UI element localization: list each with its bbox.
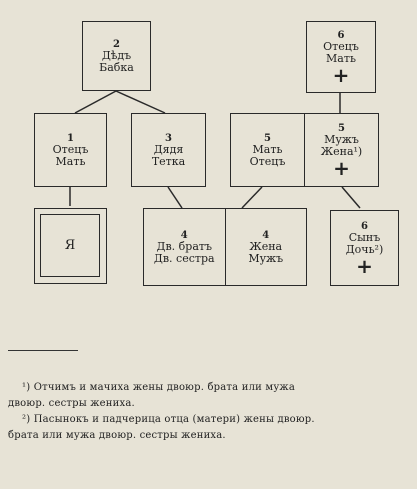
footnote-rule [8,350,78,351]
grandparents-number: 2 [113,38,120,50]
uncle-aunt-number: 3 [165,132,172,144]
footnote-2-line-1: ²) Пасынокъ и падчерица отца (матери) же… [22,414,315,425]
cousins-spouse-box: 4 Дв. братъ Дв. сестра 4 Жена Мужъ [143,208,307,286]
cousins-line1: Дв. братъ [156,239,212,253]
husband-wife-cell: 5 Мужъ Жена¹) + [304,114,378,186]
footnote-1-line-2: двоюр. сестры жениха. [8,398,135,409]
mother-father-line2: Отецъ [249,154,286,168]
uncle-aunt-line1: Дядя [153,142,184,156]
husband-wife-line1: Мужъ [324,132,359,146]
child-line1: Сынъ [348,230,381,244]
grandparents-box: 2 Дѣдъ Бабка [82,21,151,91]
spouse-number: 4 [262,229,270,241]
cousins-line2: Дв. сестра [153,251,215,265]
uncle-aunt-box: 3 Дядя Тетка [131,113,206,187]
parents-box: 1 Отецъ Мать [34,113,107,187]
self-outer-box: Я [34,208,107,284]
mother-father-line1: Мать [252,142,283,156]
self-label: Я [64,238,76,253]
self-inner-box: Я [40,214,100,277]
deceased-mark: + [356,253,373,278]
wife-parents-box: 6 Отецъ Мать + [306,21,376,93]
deceased-mark: + [333,155,350,180]
spouse-line1: Жена [249,239,283,253]
spouse-line2: Мужъ [248,251,284,265]
parents-number: 1 [67,132,74,144]
child-line2: Дочь²) [345,242,384,256]
wife-parents-line1: Отецъ [323,39,359,53]
cousins-cell: 4 Дв. братъ Дв. сестра [144,209,225,285]
deceased-mark: + [332,62,350,87]
cousins-number: 4 [180,229,188,241]
parents-line2: Мать [55,154,86,168]
wife-parents-number: 6 [337,29,345,41]
grandparents-line1: Дѣдъ [101,48,132,62]
footnote-1-line-1: ¹) Отчимъ и мачиха жены двоюр. брата или… [22,382,295,393]
footnote-2-line-2: брата или мужа двоюр. сестры жениха. [8,430,226,441]
parents-line1: Отецъ [52,142,89,156]
grandparents-line2: Бабка [99,60,134,74]
child-box: 6 Сынъ Дочь²) + [330,210,399,286]
spouse-cell: 4 Жена Мужъ [224,209,307,285]
husband-wife-line2: Жена¹) [320,144,363,158]
wife-parents-line2: Мать [326,51,356,65]
husband-wife-number: 5 [338,122,345,134]
uncle-aunt-line2: Тетка [151,154,186,168]
mother-father-number: 5 [264,132,271,144]
child-number: 6 [361,220,368,232]
couple-box: 5 Мать Отецъ 5 Мужъ Жена¹) + [230,113,379,187]
mother-father-cell: 5 Мать Отецъ [231,114,304,186]
